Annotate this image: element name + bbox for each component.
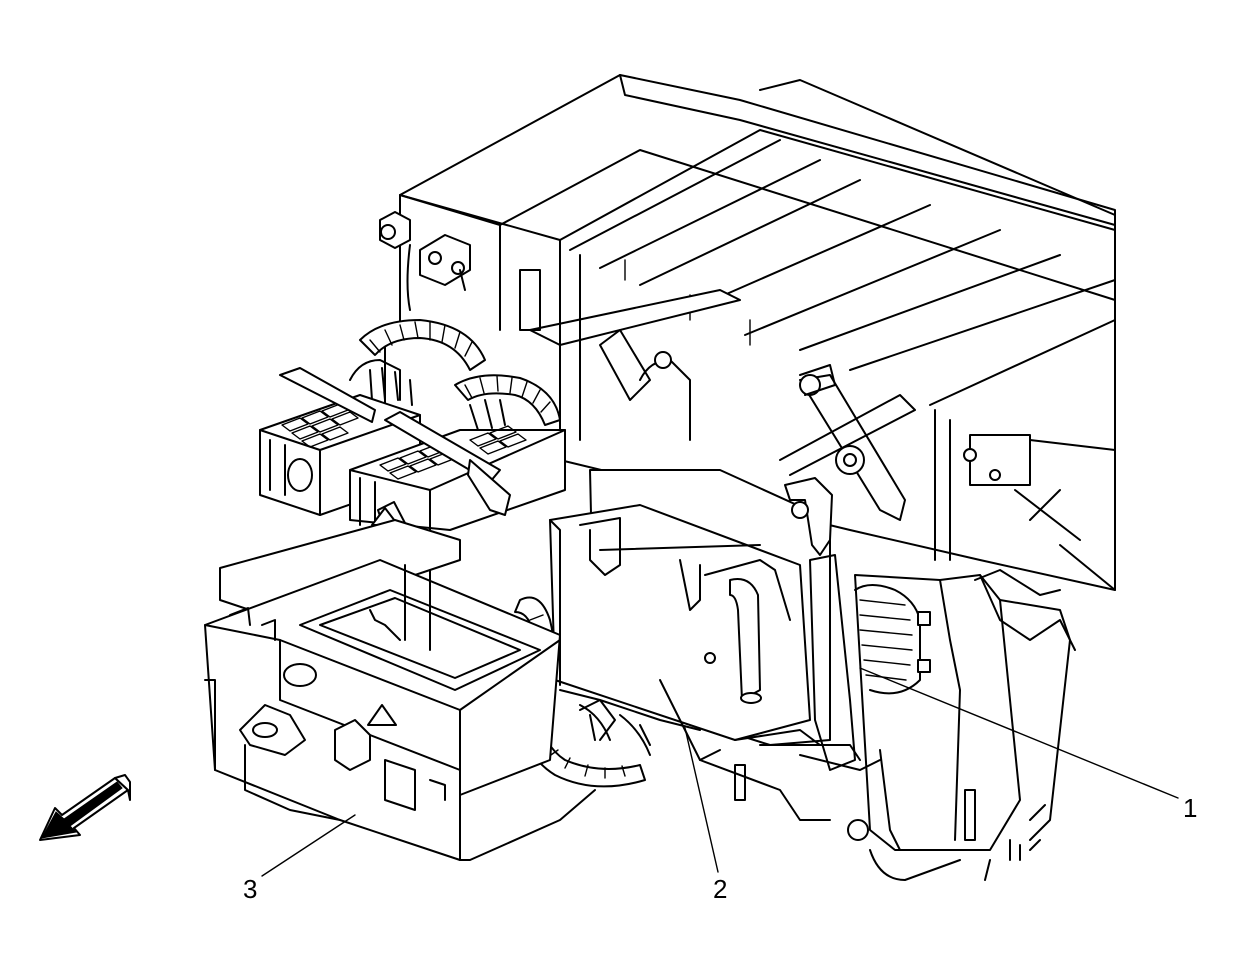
blower-support	[699, 569, 1076, 881]
leader-line-3	[261, 814, 356, 877]
control-module	[549, 469, 861, 771]
callout-3: 3	[243, 874, 258, 904]
callout-1: 1	[1183, 793, 1198, 823]
forward-arrow-icon	[39, 774, 131, 841]
leader-line-1	[859, 667, 1179, 799]
callout-2: 2	[713, 874, 728, 904]
leader-lines	[261, 667, 1179, 877]
hvac-module-housing	[379, 74, 1116, 591]
junction-block	[204, 519, 596, 861]
leader-line-2	[684, 727, 719, 873]
warning-triangle-icon	[367, 704, 397, 726]
